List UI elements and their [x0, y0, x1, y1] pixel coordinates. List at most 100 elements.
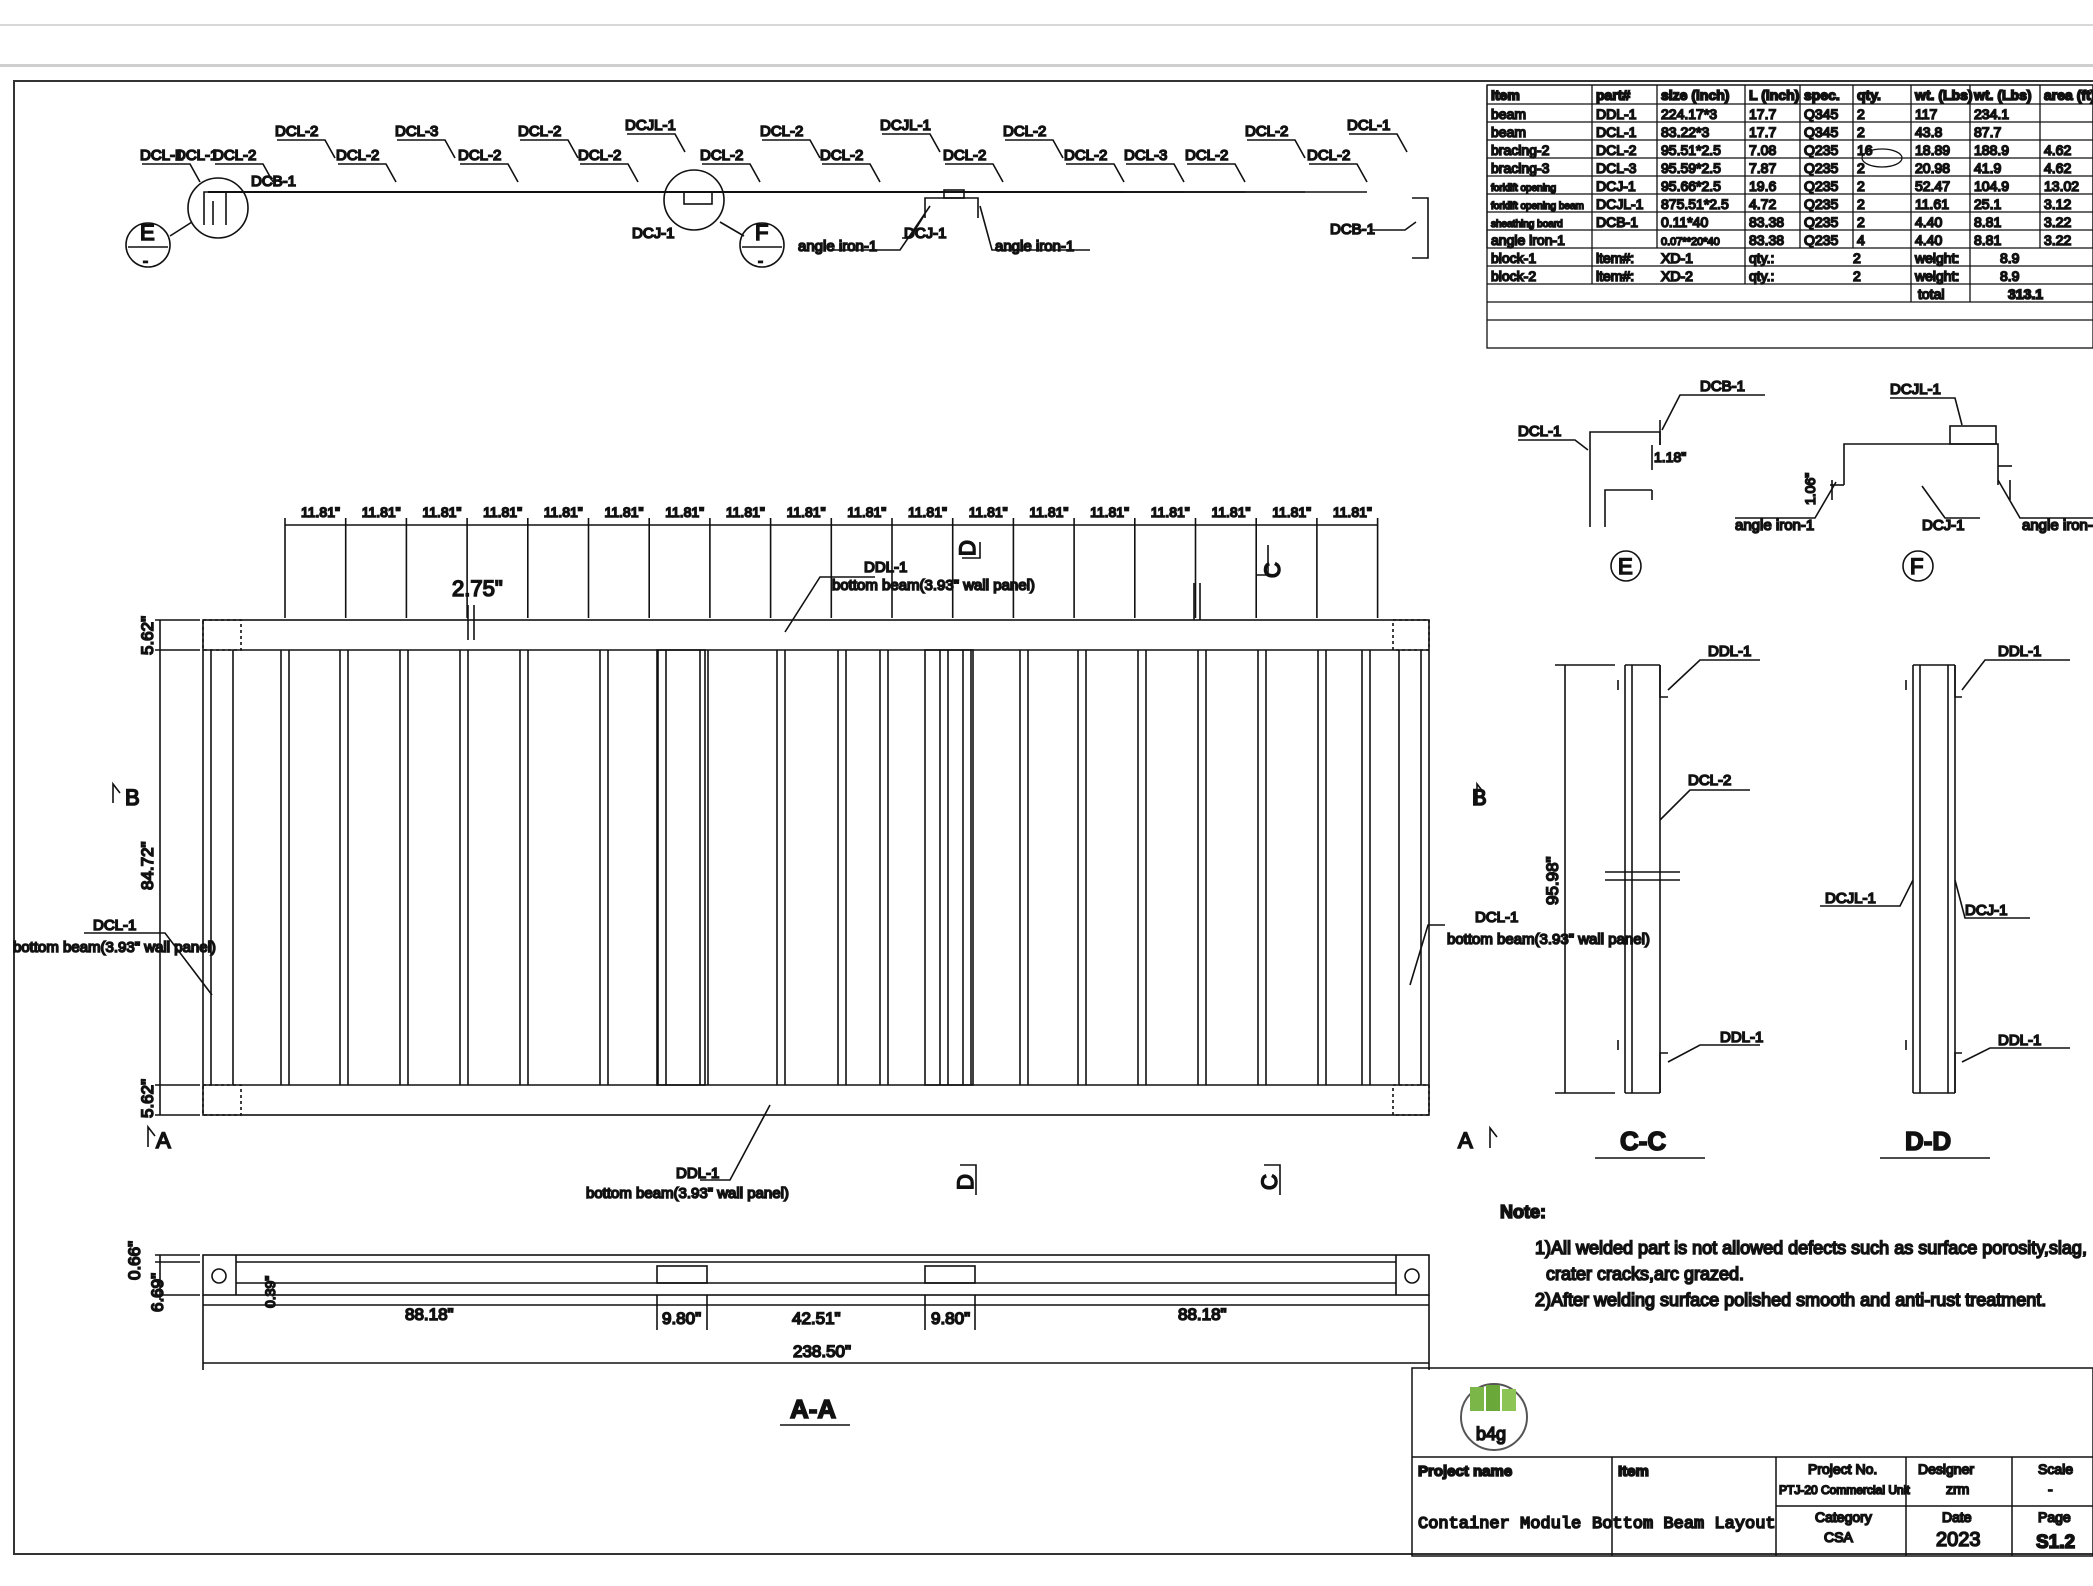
spacing-dim-5: 11.81"	[544, 504, 583, 520]
table-cell-r5-c2: DCJ-1	[1596, 178, 1636, 194]
table-cell-r4-c1: bracing-3	[1491, 160, 1550, 176]
table-cell-r5-c1: forklift opening	[1491, 183, 1556, 194]
table-header-1: part#	[1596, 87, 1630, 103]
plan-left-beam-sub: bottom beam(3.93" wall panel)	[13, 939, 216, 956]
table-cell-r7-c7: 4.40	[1915, 214, 1942, 230]
table-cell-r1-c1: beam	[1491, 106, 1526, 122]
block-weight-label-2: weight:	[1914, 268, 1959, 284]
drawing-sheet-frame	[13, 80, 2093, 1555]
notes-line1: 1)All welded part is not allowed defects…	[1535, 1238, 2087, 1258]
elev-seg-1: 88.18"	[405, 1305, 454, 1324]
strip-leader-4	[338, 163, 397, 183]
table-cell-r2-c2: DCL-1	[1596, 124, 1637, 140]
strip-leader-3	[277, 139, 336, 159]
detail-f-dcjl: DCJL-1	[1890, 381, 1941, 398]
table-cell-r5-c9: 13.02	[2044, 178, 2079, 194]
spacing-dim-12: 11.81"	[969, 504, 1008, 520]
spacing-dim-1: 11.81"	[301, 504, 340, 520]
strip-label-3: DCL-2	[275, 123, 318, 140]
elev-dim-066: 0.66"	[125, 1241, 144, 1280]
table-cell-r1-c3: 224.17*3	[1661, 106, 1717, 122]
qty-circle-highlight	[1861, 148, 1903, 168]
plan-bottom-beam-label: DDL-1	[676, 1165, 719, 1182]
dd-title: D-D	[1905, 1126, 1951, 1156]
detail-f-angle-right: angle iron-1	[2022, 517, 2093, 534]
table-cell-r8-c1: angle iron-1	[1491, 232, 1565, 248]
plan-dim-mid: 84.72"	[138, 841, 157, 890]
table-cell-r3-c3: 95.51*2.5	[1661, 142, 1721, 158]
spacing-dim-2: 11.81"	[362, 504, 401, 520]
cut-b-left: B	[125, 785, 140, 810]
label-dcj-left: DCJ-1	[632, 225, 675, 242]
tb-page-label: Page	[2038, 1509, 2071, 1525]
strip-leader-1	[142, 163, 201, 183]
elev-total: 238.50"	[793, 1342, 851, 1361]
block-itemno-label-1: item#:	[1596, 250, 1634, 266]
spacing-dim-15: 11.81"	[1151, 504, 1190, 520]
table-cell-r4-c9: 4.62	[2044, 160, 2071, 176]
table-header-4: spec.	[1804, 87, 1840, 103]
strip-leader-2	[215, 163, 274, 183]
label-dcl1-left: DCL-1	[175, 147, 218, 164]
elev-dim-669: 6.69"	[148, 1273, 167, 1312]
detail-e-callout: E	[140, 220, 155, 245]
detail-f-title: F	[1910, 554, 1923, 579]
notes-line1b: crater cracks,arc grazed.	[1546, 1264, 1744, 1284]
detail-e-dim: 1.18"	[1654, 449, 1686, 465]
tb-category: CSA	[1824, 1529, 1853, 1545]
table-header-2: size (inch)	[1661, 87, 1729, 103]
tb-page: S1.2	[2036, 1532, 2075, 1553]
plan-dim-275: 2.75"	[452, 576, 503, 601]
strip-label-14: DCL-2	[943, 147, 986, 164]
block-item-2: block-2	[1491, 268, 1536, 284]
tb-project-name: Container Module	[1418, 1515, 1581, 1534]
table-cell-r2-c3: 83.22*3	[1661, 124, 1709, 140]
table-cell-r6-c5: Q235	[1804, 196, 1838, 212]
strip-label-12: DCL-2	[820, 147, 863, 164]
strip-leader-16	[1066, 163, 1125, 183]
table-cell-r6-c7: 11.61	[1915, 196, 1949, 212]
spacing-dim-14: 11.81"	[1090, 504, 1129, 520]
table-cell-r8-c7: 4.40	[1915, 232, 1942, 248]
detail-f-dcj: DCJ-1	[1922, 517, 1965, 534]
plan-right-beam-sub: bottom beam(3.93" wall panel)	[1447, 931, 1650, 948]
table-header-6: wt. (Lbs)	[1914, 87, 1973, 103]
title-block	[1411, 1367, 2093, 1557]
logo-text: b4g	[1476, 1424, 1506, 1444]
detail-f-dash: -	[758, 253, 763, 270]
strip-label-8: DCL-2	[578, 147, 621, 164]
plan-right-beam-label: DCL-1	[1475, 909, 1518, 926]
cut-d-bottom: D	[953, 1174, 978, 1190]
table-cell-r3-c1: bracing-2	[1491, 142, 1550, 158]
strip-leader-5	[397, 139, 456, 159]
strip-leader-9	[627, 133, 686, 153]
forklift-opening-1	[656, 649, 706, 1086]
strip-label-18: DCL-2	[1185, 147, 1228, 164]
block-qty-label-1: qty.:	[1749, 250, 1774, 266]
cut-d-top: D	[955, 540, 980, 556]
section-cc	[1555, 659, 1760, 1159]
table-header-7: wt. (Lbs)	[1973, 87, 2032, 103]
table-cell-r1-c8: 234.1	[1974, 106, 2009, 122]
cc-ddl-top: DDL-1	[1708, 643, 1751, 660]
spacing-dim-6: 11.81"	[605, 504, 644, 520]
dd-dcj: DCJ-1	[1965, 902, 2008, 919]
table-cell-r5-c5: Q235	[1804, 178, 1838, 194]
label-dcj-right: DCJ-1	[904, 225, 947, 242]
spacing-dim-17: 11.81"	[1272, 504, 1311, 520]
block-itemno-1: XD-1	[1661, 250, 1693, 266]
table-cell-r4-c3: 95.59*2.5	[1661, 160, 1721, 176]
strip-leader-6	[460, 163, 519, 183]
table-cell-r1-c5: Q345	[1804, 106, 1838, 122]
table-cell-r4-c4: 7.87	[1749, 160, 1776, 176]
plan-dim-bottom: 5.62"	[138, 1079, 157, 1118]
strip-leader-17	[1126, 163, 1185, 183]
table-cell-r6-c4: 4.72	[1749, 196, 1776, 212]
spacing-dim-4: 11.81"	[483, 504, 522, 520]
detail-e-title: E	[1618, 554, 1633, 579]
dd-dcjl: DCJL-1	[1825, 890, 1876, 907]
strip-label-13: DCJL-1	[880, 117, 931, 134]
cut-a-left: A	[156, 1128, 171, 1153]
